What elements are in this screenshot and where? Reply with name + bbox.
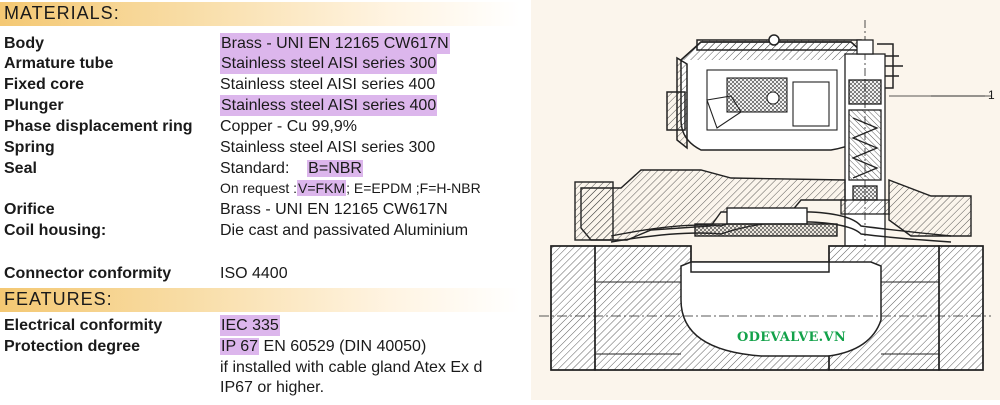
coil-internals xyxy=(706,69,838,131)
spec-value: ISO 4400 xyxy=(220,265,288,282)
spec-label: Seal xyxy=(4,160,37,177)
seal-request-rest: ; E=EPDM ;F=H-NBR xyxy=(346,180,481,196)
spec-value: Copper - Cu 99,9% xyxy=(220,118,357,135)
seal-request-prefix: On request : xyxy=(220,180,298,196)
seal-standard-value: B=NBR xyxy=(307,160,363,177)
materials-heading: MATERIALS: xyxy=(4,3,120,23)
spec-value-group: On request :V=FKM; E=EPDM ;F=H-NBR xyxy=(220,178,481,199)
spec-label: Electrical conformity xyxy=(4,317,163,334)
brand-watermark: ODEVALVE.VN xyxy=(737,330,847,345)
spec-label: Body xyxy=(4,35,44,52)
diaphragm xyxy=(610,207,952,243)
features-header-band: FEATURES: xyxy=(0,288,520,312)
valve-cross-section-drawing xyxy=(531,0,1000,400)
spec-value-group: IP 67 EN 60529 (DIN 40050) xyxy=(220,336,426,357)
spec-label: Coil housing: xyxy=(4,222,107,239)
spec-label: Orifice xyxy=(4,201,55,218)
materials-header-band: MATERIALS: xyxy=(0,2,520,26)
features-heading: FEATURES: xyxy=(4,289,113,309)
seal-request-highlight: V=FKM xyxy=(297,180,347,196)
armature-assembly xyxy=(840,20,991,290)
spec-value: IEC 335 xyxy=(220,315,280,336)
spec-label: Phase displacement ring xyxy=(4,118,193,135)
spec-label: Fixed core xyxy=(4,76,85,93)
drawing-callout-number: 1 xyxy=(988,88,995,102)
spec-value-group: Standard: B=NBR xyxy=(220,158,363,179)
valve-body xyxy=(539,245,991,371)
spec-label: Protection degree xyxy=(4,338,141,355)
spec-value: Stainless steel AISI series 400 xyxy=(220,76,436,93)
spec-value: Die cast and passivated Aluminium xyxy=(220,222,469,239)
spec-label: Connector conformity xyxy=(4,265,172,282)
protection-standard: EN 60529 (DIN 40050) xyxy=(259,338,427,355)
seal-standard-prefix: Standard: xyxy=(220,160,290,177)
spec-label: Spring xyxy=(4,139,55,156)
spec-value: if installed with cable gland Atex Ex d xyxy=(220,359,483,376)
spec-label: Armature tube xyxy=(4,55,114,72)
spec-value: Stainless steel AISI series 300 xyxy=(220,139,436,156)
spec-value: Stainless steel AISI series 300 xyxy=(220,53,438,74)
spec-label: Plunger xyxy=(4,97,64,114)
protection-ip-highlight: IP 67 xyxy=(220,338,260,355)
spec-value: Stainless steel AISI series 400 xyxy=(220,95,438,116)
spec-value: Brass - UNI EN 12165 CW617N xyxy=(220,201,448,218)
valve-bonnet xyxy=(574,169,972,241)
spec-value: Brass - UNI EN 12165 CW617N xyxy=(220,33,450,54)
valve-drawing-svg xyxy=(539,20,991,371)
spec-value: IP67 or higher. xyxy=(220,379,325,396)
